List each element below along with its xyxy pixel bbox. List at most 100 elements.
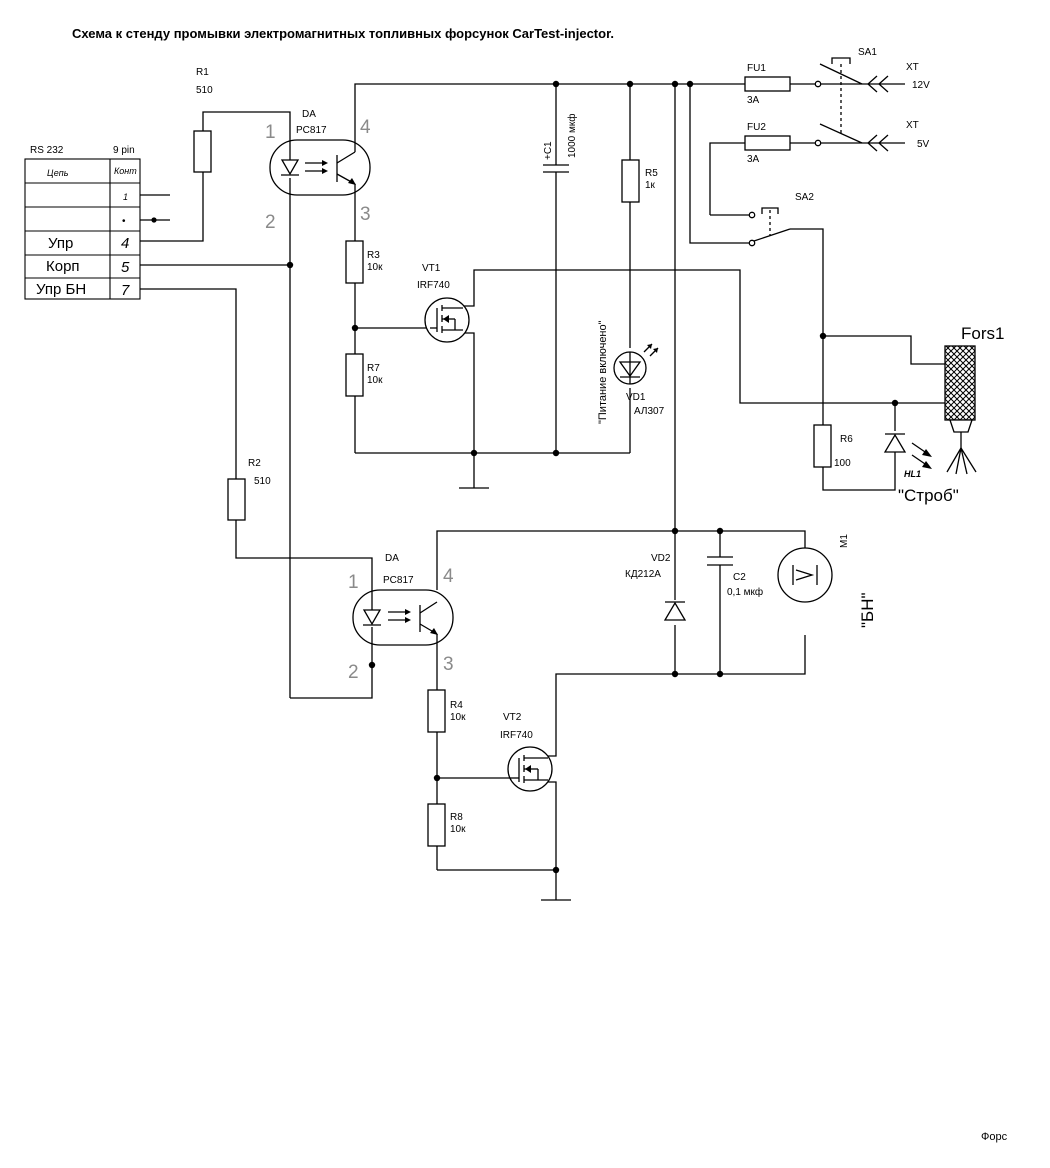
vd1-label: "Питание включено" [597,320,609,424]
r2-value: 510 [254,476,271,487]
xt2-value: 5V [917,139,930,150]
m1-ref: M1 [839,534,850,548]
r4-ref: R4 [450,700,463,711]
row-contact-4: 4 [121,235,129,252]
vd1-ref: VD1 [626,392,646,403]
r2-ref: R2 [248,458,261,469]
resistor-r3: R3 10к [345,240,383,284]
resistor-r8: R8 10к [427,803,466,847]
r3-value: 10к [367,262,383,273]
resistor-r1: R1 510 [193,67,213,173]
vd2-value: КД212А [625,569,661,580]
fuse-fu2: FU2 3А [744,122,791,165]
da1-value: PC817 [296,125,327,136]
connector-pins: 9 pin [113,145,135,156]
da1-pin3: 3 [360,204,371,225]
row-contact-dot: • [122,216,126,227]
fors1-ref: Fors1 [961,324,1004,343]
fu2-ref: FU2 [747,122,766,133]
optocoupler-da1: DA PC817 1 2 3 4 [265,109,371,233]
da2-pin2: 2 [348,662,359,683]
connector-name: RS 232 [30,145,64,156]
diagram-title: Схема к стенду промывки электромагнитных… [72,26,614,41]
mosfet-vt1: VT1 IRF740 [417,263,470,343]
row-contact-1: 1 [123,192,128,202]
c2-value: 0,1 мкф [727,586,763,598]
xt1-value: 12V [912,80,930,91]
resistor-r7: R7 10к [345,353,383,397]
author-signature: Форс [981,1131,1008,1143]
hl1-label: "Строб" [898,486,959,505]
row-contact-7: 7 [121,282,130,299]
resistor-r6: R6 100 [813,424,853,469]
fu1-value: 3А [747,95,760,106]
rs232-connector: RS 232 9 pin Цепь Конт Упр Корп Упр БН 1… [24,145,141,300]
strobe-led-hl1: HL1 "Строб" [883,433,959,505]
header-circuit: Цепь [47,168,69,178]
da2-ref: DA [385,553,399,564]
r3-ref: R3 [367,250,380,261]
fu2-value: 3А [747,154,760,165]
vt1-value: IRF740 [417,280,450,291]
row-circuit-upr: Упр [48,235,73,252]
resistor-r5: R5 1к [621,159,658,203]
xt1-ref: XT [906,62,919,73]
resistor-r4: R4 10к [427,689,466,733]
connector-frame [24,158,141,300]
da1-pin1: 1 [265,122,276,143]
injector-fors1: Fors1 [944,324,1004,475]
vt1-ref: VT1 [422,263,441,274]
r7-ref: R7 [367,363,380,374]
r8-value: 10к [450,824,466,835]
r4-value: 10к [450,712,466,723]
vd2-ref: VD2 [651,553,671,564]
da1-pin2: 2 [265,212,276,233]
switch-sa1: SA1 [814,47,877,147]
junction-dots [151,80,899,874]
r1-ref: R1 [196,67,209,78]
led-vd1: VD1 АЛ307 "Питание включено" [597,320,665,424]
r6-ref: R6 [840,434,853,445]
optocoupler-da2: DA PC817 1 2 3 4 [348,553,454,683]
fuse-fu1: FU1 3А [744,63,791,106]
sa1-ref: SA1 [858,47,877,58]
capacitor-c1: +C1 1000 мкф [543,113,578,173]
vt2-value: IRF740 [500,730,533,741]
row-contact-5: 5 [121,259,130,276]
da2-pin1: 1 [348,572,359,593]
da2-pin4: 4 [443,566,454,587]
c1-value: 1000 мкф [566,113,578,158]
da1-ref: DA [302,109,316,120]
wiring-upper [140,83,945,699]
vt2-ref: VT2 [503,712,522,723]
row-circuit-upr-bn: Упр БН [36,281,86,298]
r7-value: 10к [367,375,383,386]
mosfet-vt2: VT2 IRF740 [500,712,553,792]
hl1-ref: HL1 [904,469,921,479]
terminal-xt-12v: XT 12V [867,62,930,93]
c2-ref: C2 [733,572,746,583]
sa2-ref: SA2 [795,192,814,203]
c1-ref: +C1 [543,141,554,160]
terminal-xt-5v: XT 5V [867,120,930,152]
vd1-value: АЛ307 [634,406,665,417]
xt2-ref: XT [906,120,919,131]
r8-ref: R8 [450,812,463,823]
capacitor-c2: C2 0,1 мкф [707,556,763,598]
m1-label: "БН" [858,592,877,628]
r5-value: 1к [645,180,656,191]
r5-ref: R5 [645,168,658,179]
r1-value: 510 [196,85,213,96]
da1-pin4: 4 [360,117,371,138]
r6-value: 100 [834,458,851,469]
switch-sa2: SA2 [748,192,814,247]
diode-vd2: VD2 КД212А [625,553,687,621]
da2-pin3: 3 [443,654,454,675]
motor-m1: M1 "БН" [777,534,877,628]
fu1-ref: FU1 [747,63,766,74]
da2-value: PC817 [383,575,414,586]
row-circuit-korp: Корп [46,258,80,275]
resistor-r2: R2 510 [227,458,271,521]
header-contact: Конт [114,166,137,176]
